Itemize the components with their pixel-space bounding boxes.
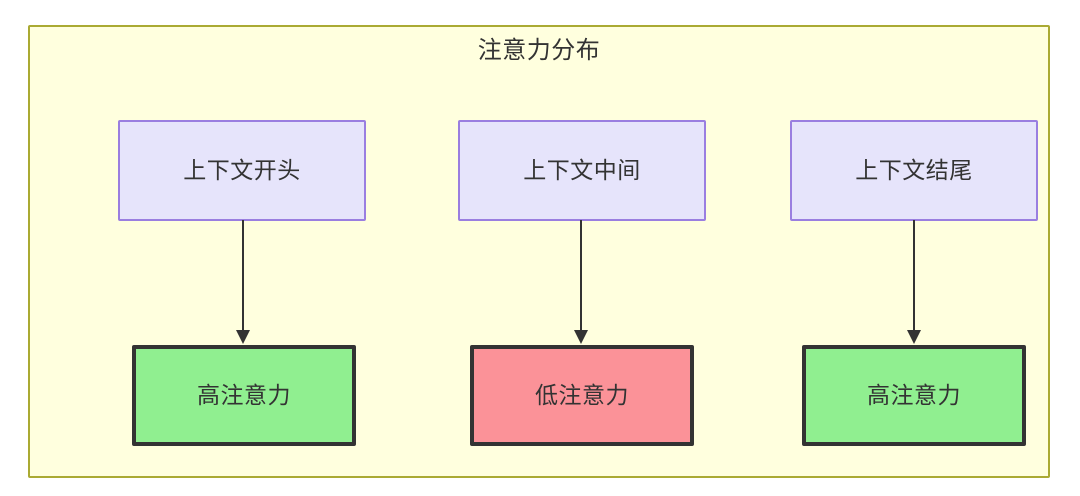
node-label: 上下文中间 [523,157,641,183]
node-attention-high-end[interactable]: 高注意力 [802,345,1026,446]
subgraph-title: 注意力分布 [477,37,601,64]
node-label: 低注意力 [535,382,629,408]
arrow-head-icon [574,330,588,344]
attention-distribution-subgraph: 注意力分布 上下文开头 上下文中间 上下文结尾 高注意力 低 [28,25,1050,478]
arrow-head-icon [236,330,250,344]
node-label: 高注意力 [197,382,291,408]
edge-line [580,220,582,333]
node-label: 高注意力 [867,382,961,408]
node-attention-low-middle[interactable]: 低注意力 [470,345,694,446]
edge-line [913,220,915,333]
node-label: 上下文开头 [183,157,301,183]
edge-context-end-to-attention [906,220,922,345]
edge-context-start-to-attention [235,220,251,345]
node-context-start[interactable]: 上下文开头 [118,120,366,221]
edge-context-middle-to-attention [573,220,589,345]
node-label: 上下文结尾 [855,157,973,183]
node-attention-high-start[interactable]: 高注意力 [132,345,356,446]
node-context-end[interactable]: 上下文结尾 [790,120,1038,221]
edge-line [242,220,244,333]
arrow-head-icon [907,330,921,344]
node-context-middle[interactable]: 上下文中间 [458,120,706,221]
